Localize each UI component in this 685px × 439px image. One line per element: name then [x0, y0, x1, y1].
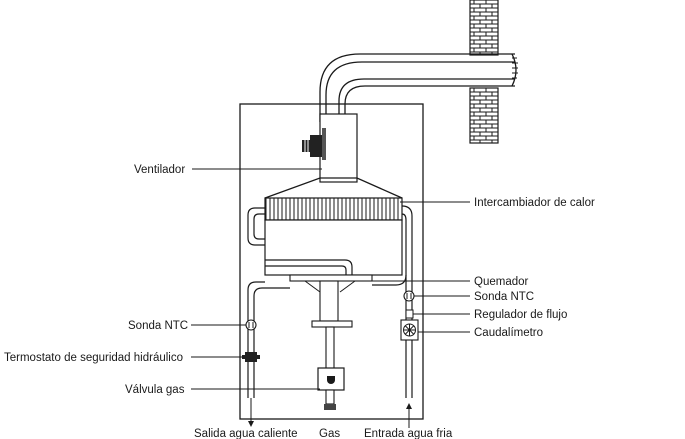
label-salida-agua: Salida agua caliente: [194, 428, 298, 439]
leader-lines: [191, 168, 470, 390]
label-sonda-ntc-right: Sonda NTC: [474, 291, 534, 303]
sonda-ntc-right-sensor: [403, 290, 415, 302]
brick-wall: [469, 0, 499, 144]
burner: [289, 274, 373, 370]
boiler-casing: [239, 103, 424, 420]
label-ventilador: Ventilador: [134, 164, 185, 176]
exhaust-hood: [264, 177, 403, 199]
sonda-ntc-left-sensor: [245, 319, 257, 331]
gas-valve: [317, 367, 345, 410]
label-caudalimetro: Caudalímetro: [474, 327, 543, 339]
label-sonda-ntc-left: Sonda NTC: [128, 320, 188, 332]
heat-exchanger: [264, 197, 403, 276]
label-gas: Gas: [319, 428, 340, 439]
label-valvula-gas: Válvula gas: [125, 384, 185, 396]
label-intercambiador: Intercambiador de calor: [474, 197, 595, 209]
flue-terminal-icon: [512, 57, 518, 79]
termostato-sensor: [242, 352, 260, 362]
caudalimetro-device: [400, 319, 419, 341]
fan-motor-icon: [302, 128, 326, 160]
label-regulador-flujo: Regulador de flujo: [474, 309, 567, 321]
regulador-flujo-device: [405, 309, 414, 319]
water-pipes: [247, 205, 413, 398]
label-termostato: Termostato de seguridad hidráulico: [4, 352, 183, 364]
label-quemador: Quemador: [474, 276, 529, 288]
fan-housing: [302, 113, 358, 183]
label-entrada-agua: Entrada agua fria: [364, 428, 453, 439]
